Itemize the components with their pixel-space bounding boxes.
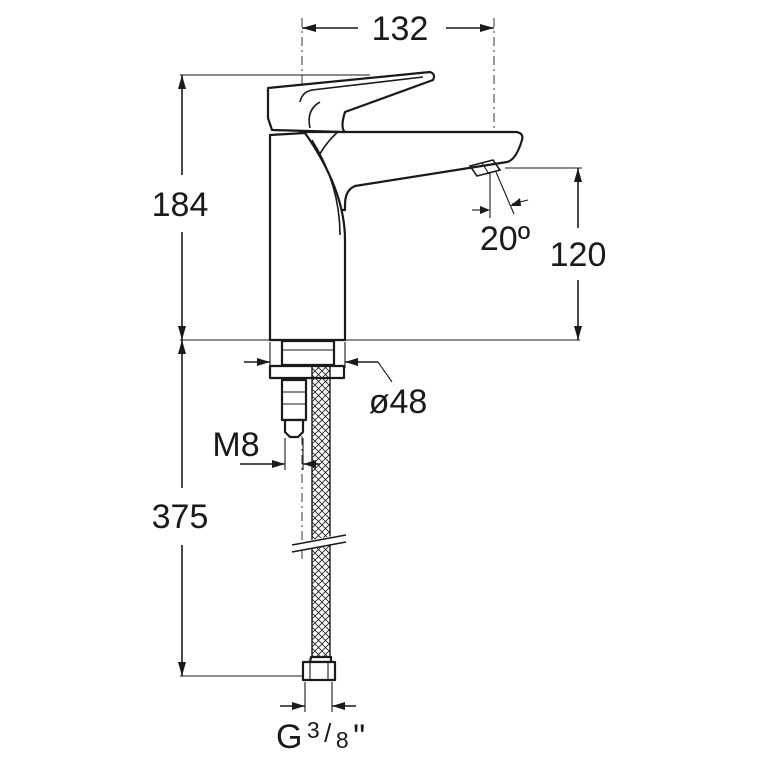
lever-handle bbox=[266, 70, 436, 134]
mounting-hardware bbox=[268, 339, 346, 439]
connection-g: G bbox=[276, 718, 302, 756]
dimension-outlet-height: 120 bbox=[550, 168, 607, 340]
dimension-reach: 132 bbox=[302, 10, 494, 48]
dimension-132-label: 132 bbox=[372, 10, 429, 48]
connection-denominator: 8 bbox=[336, 727, 349, 753]
faucet-body bbox=[268, 131, 347, 342]
dimension-body-height: 184 bbox=[152, 75, 209, 340]
connection-numerator: 3 bbox=[307, 717, 320, 743]
dimension-angle: 20º bbox=[472, 171, 530, 258]
dimension-375-label: 375 bbox=[152, 498, 209, 536]
connection-inch: " bbox=[353, 718, 365, 756]
dimension-48-label: ø48 bbox=[369, 383, 428, 421]
dimension-20-label: 20º bbox=[480, 220, 530, 258]
extension-lines bbox=[180, 74, 582, 677]
dimension-120-label: 120 bbox=[550, 236, 607, 274]
dimension-diameter: ø48 bbox=[244, 342, 427, 421]
dimension-connection: G 3 / 8 " bbox=[276, 682, 365, 756]
dimension-connection-label: G 3 / 8 " bbox=[276, 717, 365, 756]
dimension-184-label: 184 bbox=[152, 186, 209, 224]
dimension-thread: M8 bbox=[212, 426, 320, 470]
dimension-m8-label: M8 bbox=[212, 426, 259, 464]
dimension-hose-length: 375 bbox=[152, 340, 209, 676]
braided-hose bbox=[291, 364, 347, 682]
connection-slash: / bbox=[324, 718, 332, 748]
